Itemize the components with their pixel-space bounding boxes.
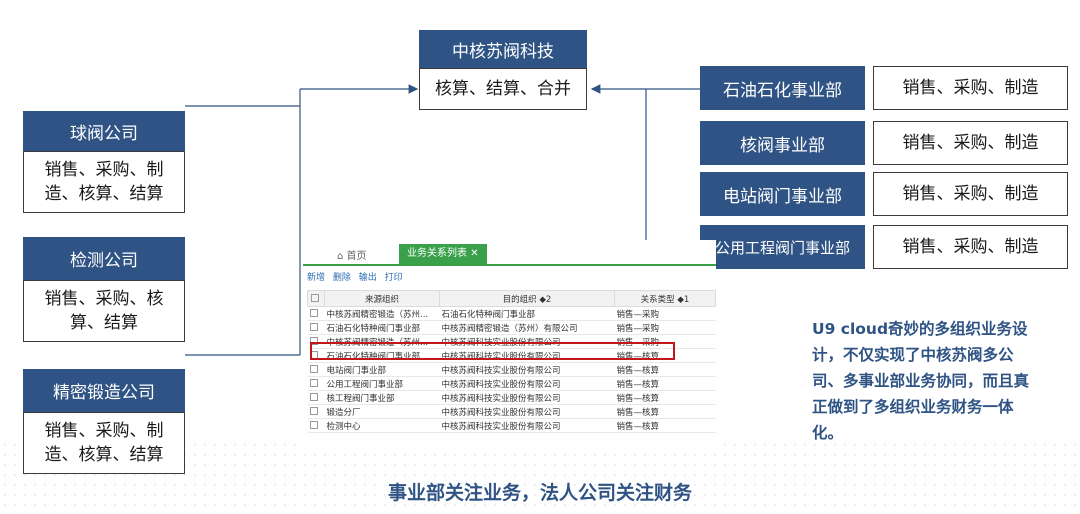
row-checkbox[interactable] bbox=[309, 309, 318, 317]
right-division-functions: 销售、采购、制造 bbox=[873, 225, 1068, 269]
center-company-title: 中核苏阀科技 bbox=[419, 30, 587, 68]
right-division-name: 石油石化事业部 bbox=[700, 66, 865, 110]
highlight-box bbox=[310, 342, 675, 360]
left-company-functions: 销售、采购、制造、核算、结算 bbox=[23, 151, 185, 213]
left-company-name: 精密锻造公司 bbox=[23, 369, 185, 412]
print-button[interactable]: 打印 bbox=[384, 273, 403, 283]
tab-home[interactable]: ⌂ 首页 bbox=[337, 251, 367, 262]
row-checkbox[interactable] bbox=[309, 407, 318, 415]
table-row[interactable]: 核工程阀门事业部中核苏阀科技实业股份有限公司销售—核算 bbox=[307, 390, 716, 405]
table-row[interactable]: 检测中心中核苏阀科技实业股份有限公司销售—核算 bbox=[307, 418, 716, 433]
toolbar: 新增 删除 输出 打印 bbox=[307, 270, 408, 283]
row-checkbox[interactable] bbox=[309, 393, 318, 401]
left-company-name: 检测公司 bbox=[23, 237, 185, 280]
left-company-functions: 销售、采购、核算、结算 bbox=[23, 280, 185, 342]
row-checkbox[interactable] bbox=[309, 379, 318, 387]
right-division-name: 核阀事业部 bbox=[700, 121, 865, 165]
table-row[interactable]: 电站阀门事业部中核苏阀科技实业股份有限公司销售—核算 bbox=[307, 362, 716, 377]
right-division-name: 电站阀门事业部 bbox=[700, 172, 865, 216]
column-target-org[interactable]: 目的组织 ◆2 bbox=[439, 290, 615, 307]
right-division-name: 公用工程阀门事业部 bbox=[700, 225, 865, 269]
center-company-functions: 核算、结算、合并 bbox=[419, 68, 587, 110]
row-checkbox[interactable] bbox=[309, 337, 318, 345]
column-relation-type[interactable]: 关系类型 ◆1 bbox=[614, 290, 716, 307]
select-all-checkbox[interactable] bbox=[307, 290, 325, 307]
right-division-functions: 销售、采购、制造 bbox=[873, 66, 1068, 110]
add-button[interactable]: 新增 bbox=[307, 273, 326, 283]
export-button[interactable]: 输出 bbox=[358, 273, 377, 283]
bottom-caption: 事业部关注业务，法人公司关注财务 bbox=[387, 482, 692, 504]
table-row[interactable]: 中核苏阀精密锻造（苏州...石油石化特种阀门事业部销售—采购 bbox=[307, 306, 716, 321]
right-division-functions: 销售、采购、制造 bbox=[873, 172, 1068, 216]
left-company-name: 球阀公司 bbox=[23, 111, 185, 151]
relation-table: 来源组织 目的组织 ◆2 关系类型 ◆1 中核苏阀精密锻造（苏州...石油石化特… bbox=[307, 290, 716, 433]
tab-bar: ⌂ 首页 业务关系列表 ✕ bbox=[303, 240, 716, 266]
left-company-functions: 销售、采购、制造、核算、结算 bbox=[23, 412, 185, 474]
table-row[interactable]: 公用工程阀门事业部中核苏阀科技实业股份有限公司销售—核算 bbox=[307, 376, 716, 391]
right-division-functions: 销售、采购、制造 bbox=[873, 121, 1068, 165]
business-relation-screenshot: ⌂ 首页 业务关系列表 ✕ 新增 删除 输出 打印 来源组织 目的组织 ◆2 关… bbox=[303, 240, 716, 453]
description-text: U9 cloud奇妙的多组织业务设计，不仅实现了中核苏阀多公司、多事业部业务协同… bbox=[812, 320, 1030, 442]
row-checkbox[interactable] bbox=[309, 421, 318, 429]
table-header-row: 来源组织 目的组织 ◆2 关系类型 ◆1 bbox=[307, 290, 716, 307]
table-row[interactable]: 锻造分厂中核苏阀科技实业股份有限公司销售—核算 bbox=[307, 404, 716, 419]
table-row[interactable]: 石油石化特种阀门事业部中核苏阀精密锻造（苏州）有限公司销售—采购 bbox=[307, 320, 716, 335]
tab-business-relation-list[interactable]: 业务关系列表 ✕ bbox=[399, 244, 487, 264]
delete-button[interactable]: 删除 bbox=[332, 273, 351, 283]
row-checkbox[interactable] bbox=[309, 323, 318, 331]
row-checkbox[interactable] bbox=[309, 365, 318, 373]
table-row[interactable]: 石油石化特种阀门事业部中核苏阀科技实业股份有限公司销售—核算 bbox=[307, 348, 716, 363]
column-source-org[interactable]: 来源组织 bbox=[324, 290, 440, 307]
close-icon[interactable]: ✕ bbox=[470, 248, 479, 259]
home-icon: ⌂ bbox=[337, 251, 344, 262]
